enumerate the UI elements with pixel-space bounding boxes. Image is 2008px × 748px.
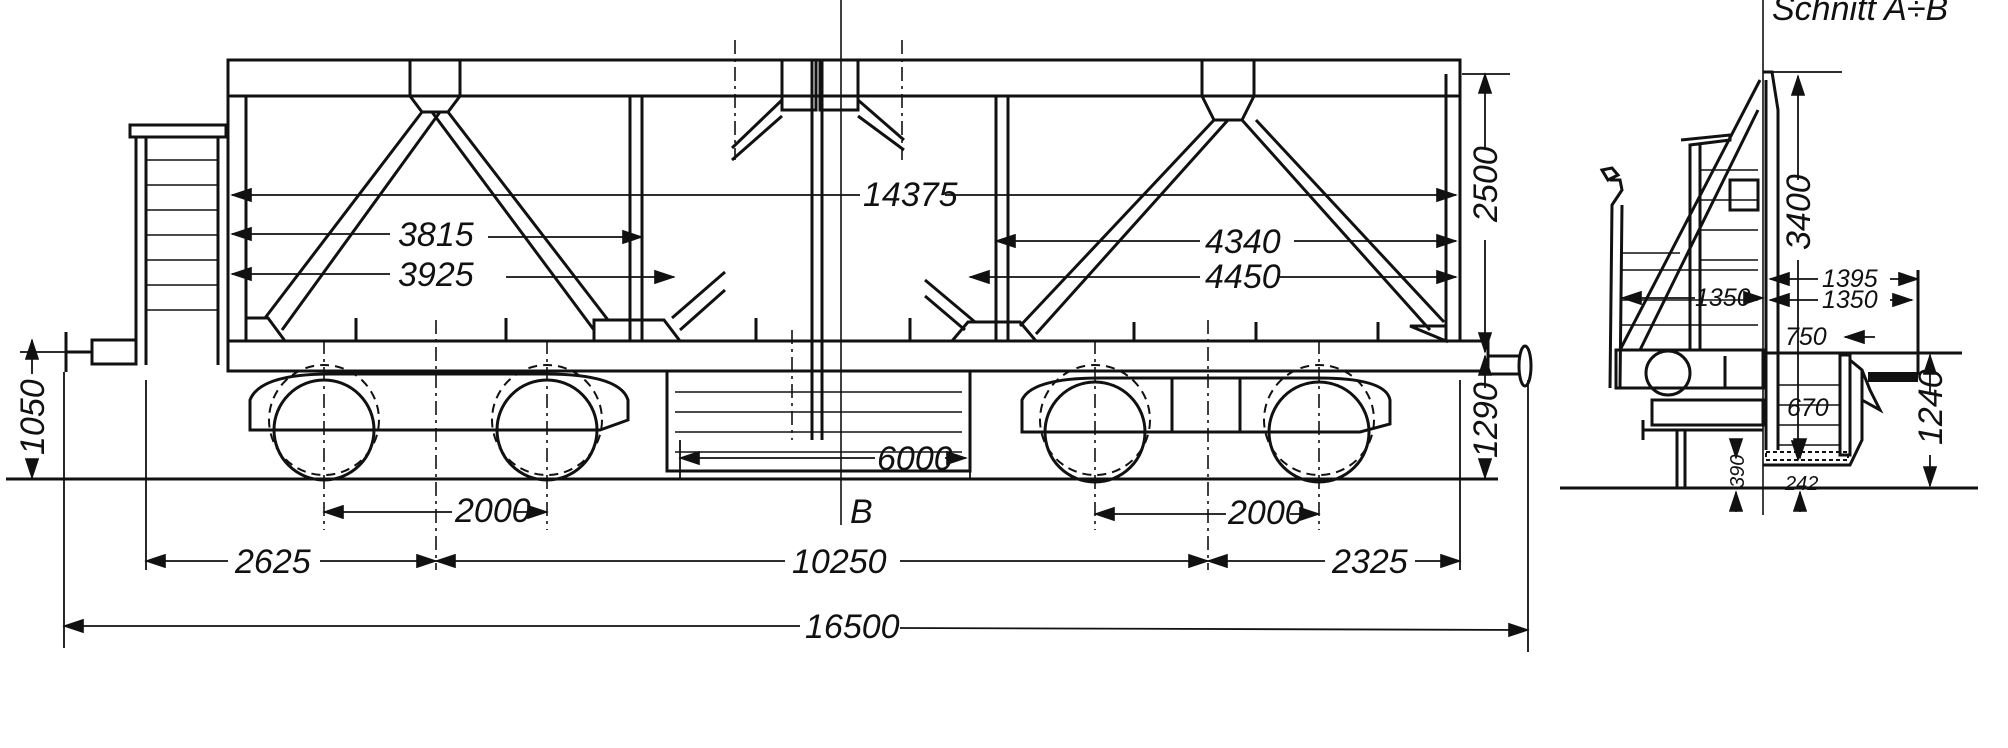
side-dimensions: 14375 3815 3925 4340 4450 2500 1290 1050 [14, 72, 1530, 652]
hopper-chute [665, 369, 972, 473]
dim-2325: 2325 [1331, 543, 1408, 581]
brake-cylinder [1644, 349, 1692, 397]
dim-4450: 4450 [1205, 258, 1281, 296]
dim-14375: 14375 [863, 176, 958, 214]
dim-3815: 3815 [398, 216, 474, 254]
dim-1240: 1240 [1912, 369, 1950, 445]
dim-670: 670 [1787, 394, 1829, 422]
dim-242: 242 [1784, 473, 1818, 495]
buffer-right [1517, 344, 1533, 388]
dim-750: 750 [1785, 323, 1827, 351]
buffer-left [90, 338, 138, 366]
dim-2625: 2625 [234, 543, 311, 581]
side-view: B [6, 0, 1533, 652]
dim-10250: 10250 [792, 543, 887, 581]
dim-1395: 1395 [1822, 265, 1878, 293]
dim-2000-right: 2000 [1227, 494, 1304, 532]
dim-2000-left: 2000 [454, 492, 531, 530]
dim-16500: 16500 [805, 608, 900, 646]
bogie-right [1020, 320, 1392, 570]
dim-1050: 1050 [14, 379, 52, 455]
section-title: Schnitt A÷B [1772, 0, 1948, 28]
dim-6000: 6000 [877, 440, 953, 478]
section-marker: B [850, 493, 873, 531]
dim-3925: 3925 [398, 256, 474, 294]
dim-2500: 2500 [1467, 146, 1505, 223]
dim-390: 390 [1727, 455, 1749, 488]
wagon-body [226, 40, 1490, 440]
dim-4340: 4340 [1205, 223, 1281, 261]
dim-3400: 3400 [1780, 174, 1818, 250]
dim-1290: 1290 [1467, 382, 1505, 458]
dim-1350-left: 1350 [1695, 284, 1751, 312]
section-view: Schnitt A÷B [1560, 0, 1978, 515]
section-dimensions: 3400 1395 1350 1350 750 670 390 242 1240 [1620, 74, 1950, 512]
dim-1350-right: 1350 [1822, 286, 1878, 314]
end-platform [64, 123, 1533, 388]
bogie-left [248, 320, 630, 570]
